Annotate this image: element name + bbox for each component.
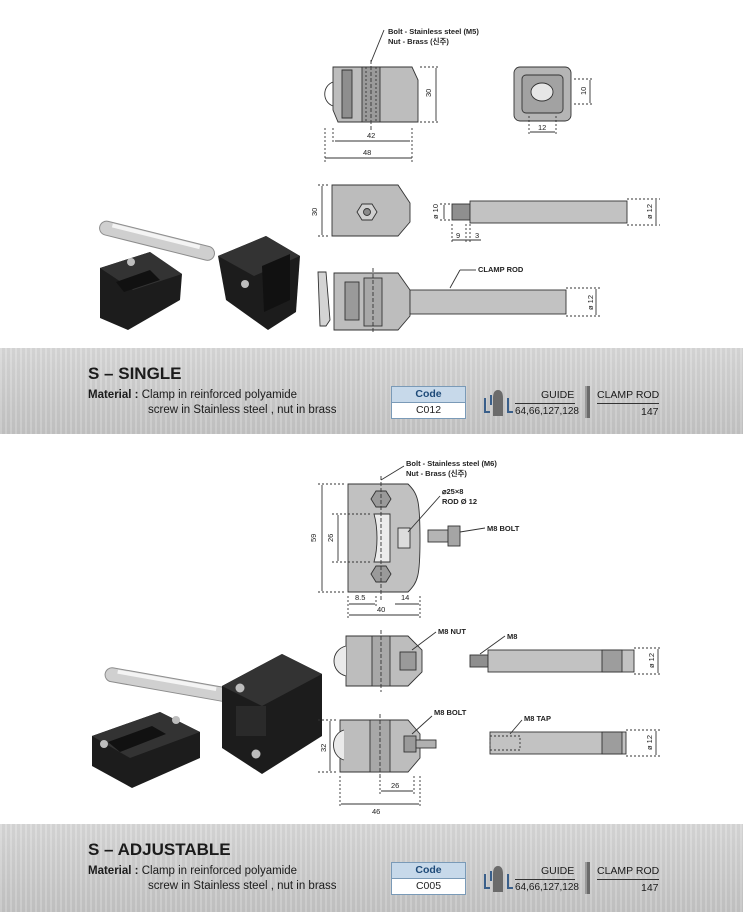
guide-rule [515,879,575,880]
m8-label: M8 [507,632,517,641]
dim-42: 42 [367,131,375,140]
guide-label: GUIDE [541,389,575,401]
material-text-adjustable: Material : Clamp in reinforced polyamide… [88,864,337,894]
clamp-rod-view [440,198,660,244]
m8-tap-label: M8 TAP [524,714,551,723]
code-value: C005 [415,880,442,892]
clamp-front-view [324,29,440,162]
dim-14: 14 [401,593,409,602]
dim-32: 32 [319,744,328,752]
m8-bolt-label-b: M8 BOLT [434,708,467,717]
material-text-single: Material : Clamp in reinforced polyamide… [88,388,337,418]
clamp-rod-icon [585,862,590,894]
clamp-rod-rule [597,879,659,880]
clamp-rod-rule [597,403,659,404]
dim-9: 9 [456,231,460,240]
dim-48: 48 [363,148,371,157]
material-label: Material : [88,389,139,401]
dim-d12-rod: ø 12 [645,204,654,219]
clamp-rod-header: CLAMP ROD [597,865,660,877]
guide-icon [484,390,513,416]
clamp-rod-header: CLAMP ROD [597,389,660,401]
guide-values: 64,66,127,128 [515,406,579,417]
clamp-rod-value: 147 [641,406,659,418]
technical-drawing-adjustable: Bolt - Stainless steel (M6) Nut - Brass … [92,459,662,816]
guide-rule [515,403,575,404]
dim-30-side: 30 [310,208,319,216]
product-band-adjustable [0,824,743,912]
slot-note: ⌀25×8 [442,487,463,496]
m8-bolt-label-a: M8 BOLT [487,524,520,533]
code-header: Code [392,863,465,879]
rod-note: ROD Ø 12 [442,497,477,506]
product-photo-single [99,220,300,330]
material-line1: Clamp in reinforced polyamide [141,865,298,877]
clamp-rod-value: 147 [641,882,659,894]
nut-note-brass-1: Nut - Brass (신주) [388,36,449,46]
dim-d12-bolt: ø 12 [645,735,654,750]
code-box-single: Code C012 [391,386,466,419]
material-line1: Clamp in reinforced polyamide [141,389,298,401]
bolt-note-m6: Bolt - Stainless steel (M6) [406,459,497,468]
material-label: Material : [88,865,139,877]
dim-d12-assembly: ø 12 [586,295,595,310]
nut-note-brass-2: Nut - Brass (신주) [406,468,467,478]
adjustable-bolt-view [318,714,660,808]
m8-nut-label: M8 NUT [438,627,466,636]
product-title-single: S – SINGLE [88,364,182,383]
material-line2: screw in Stainless steel , nut in brass [148,880,337,892]
dim-30-height: 30 [424,89,433,97]
code-box-adjustable: Code C005 [391,862,466,895]
technical-drawing-single: Bolt - Stainless steel (M5) Nut - Brass … [99,27,660,334]
material-line2: screw in Stainless steel , nut in brass [148,404,337,416]
code-header: Code [392,387,465,403]
guide-icon [484,866,513,892]
product-title-adjustable: S – ADJUSTABLE [88,840,231,859]
dim-d10: ø 10 [431,204,440,219]
dim-12-top: 12 [538,123,546,132]
clamp-top-view [513,66,594,136]
code-value: C012 [415,404,442,416]
dim-59: 59 [309,534,318,542]
clamp-assembly-view [317,268,600,334]
clamp-side-view [318,184,411,237]
bolt-note-m5: Bolt - Stainless steel (M5) [388,27,479,36]
guide-values: 64,66,127,128 [515,882,579,893]
product-photo-adjustable [92,654,322,788]
clamp-rod-label: CLAMP ROD [478,265,524,274]
guide-label: GUIDE [541,865,575,877]
adjustable-front-view [318,465,486,618]
dim-3: 3 [475,231,479,240]
dim-8-5: 8.5 [355,593,365,602]
dim-d12-nut: ø 12 [647,653,656,668]
dim-26-slot: 26 [326,534,335,542]
adjustable-nut-view [333,630,662,692]
product-band-single [0,348,743,434]
clamp-rod-icon [585,386,590,418]
dim-40: 40 [377,605,385,614]
dim-26-bolt: 26 [391,781,399,790]
dim-10: 10 [579,87,588,95]
dim-46: 46 [372,807,380,816]
